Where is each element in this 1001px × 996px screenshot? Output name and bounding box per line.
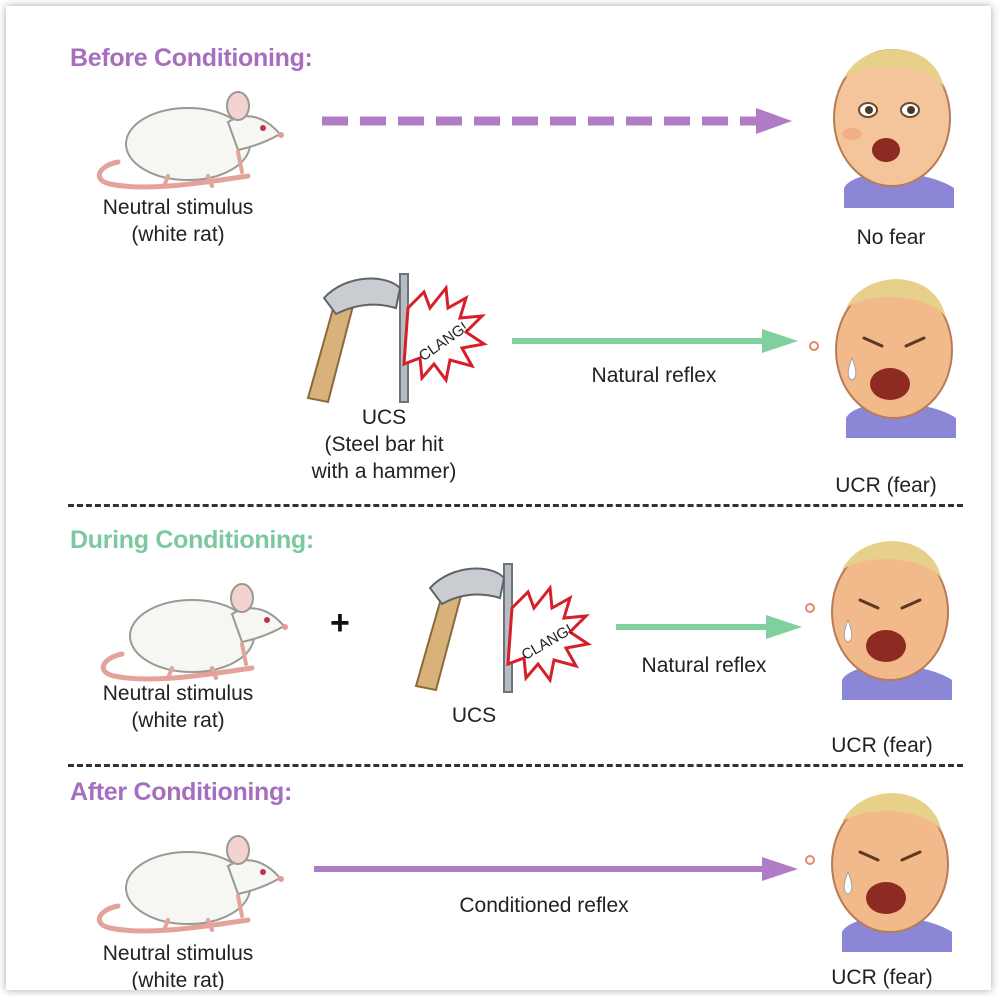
after-heading: After Conditioning: (70, 778, 292, 807)
ucs-label: UCS (Steel bar hit with a hammer) (234, 404, 534, 485)
hammer-bar-icon: CLANG! (296, 268, 506, 408)
crying-baby-icon (802, 782, 962, 952)
conditioned-reflex-label: Conditioned reflex (424, 892, 664, 919)
crying-baby-icon (806, 268, 966, 438)
stimulus-line-2: (white rat) (68, 967, 288, 990)
natural-reflex-arrow (512, 326, 802, 356)
ucs-line-1: UCS (234, 404, 534, 431)
ucr-label-3: UCR (fear) (802, 964, 962, 990)
white-rat-icon (92, 576, 292, 686)
hammer-bar-icon: CLANG! (408, 558, 618, 698)
ucs-line-3: with a hammer) (234, 458, 534, 485)
white-rat-icon (88, 84, 288, 194)
section-divider (68, 764, 963, 767)
ucs-line-2: (Steel bar hit (234, 431, 534, 458)
stimulus-line-1: Neutral stimulus (68, 940, 288, 967)
before-heading: Before Conditioning: (70, 44, 313, 73)
during-stimulus-label: Neutral stimulus (white rat) (68, 680, 288, 734)
during-heading: During Conditioning: (70, 526, 314, 555)
crying-baby-icon (802, 530, 962, 700)
during-reflex-label: Natural reflex (604, 652, 804, 679)
conditioning-diagram: Before Conditioning: Neutral stimulus (w… (6, 6, 991, 990)
natural-reflex-label: Natural reflex (554, 362, 754, 389)
before-stimulus-label: Neutral stimulus (white rat) (68, 194, 288, 248)
conditioned-reflex-arrow (314, 854, 804, 884)
calm-baby-icon (814, 38, 964, 208)
stimulus-line-2: (white rat) (68, 707, 288, 734)
natural-reflex-arrow (616, 612, 806, 642)
stimulus-line-2: (white rat) (68, 221, 288, 248)
after-stimulus-label: Neutral stimulus (white rat) (68, 940, 288, 990)
stimulus-line-1: Neutral stimulus (68, 194, 288, 221)
ucr-label-2: UCR (fear) (802, 732, 962, 759)
ucr-label-1: UCR (fear) (806, 472, 966, 499)
plus-sign: + (330, 604, 350, 643)
white-rat-icon (88, 828, 288, 938)
during-ucs-label: UCS (424, 702, 524, 729)
section-divider (68, 504, 963, 507)
dashed-arrow (316, 106, 796, 136)
stimulus-line-1: Neutral stimulus (68, 680, 288, 707)
no-fear-label: No fear (816, 224, 966, 251)
